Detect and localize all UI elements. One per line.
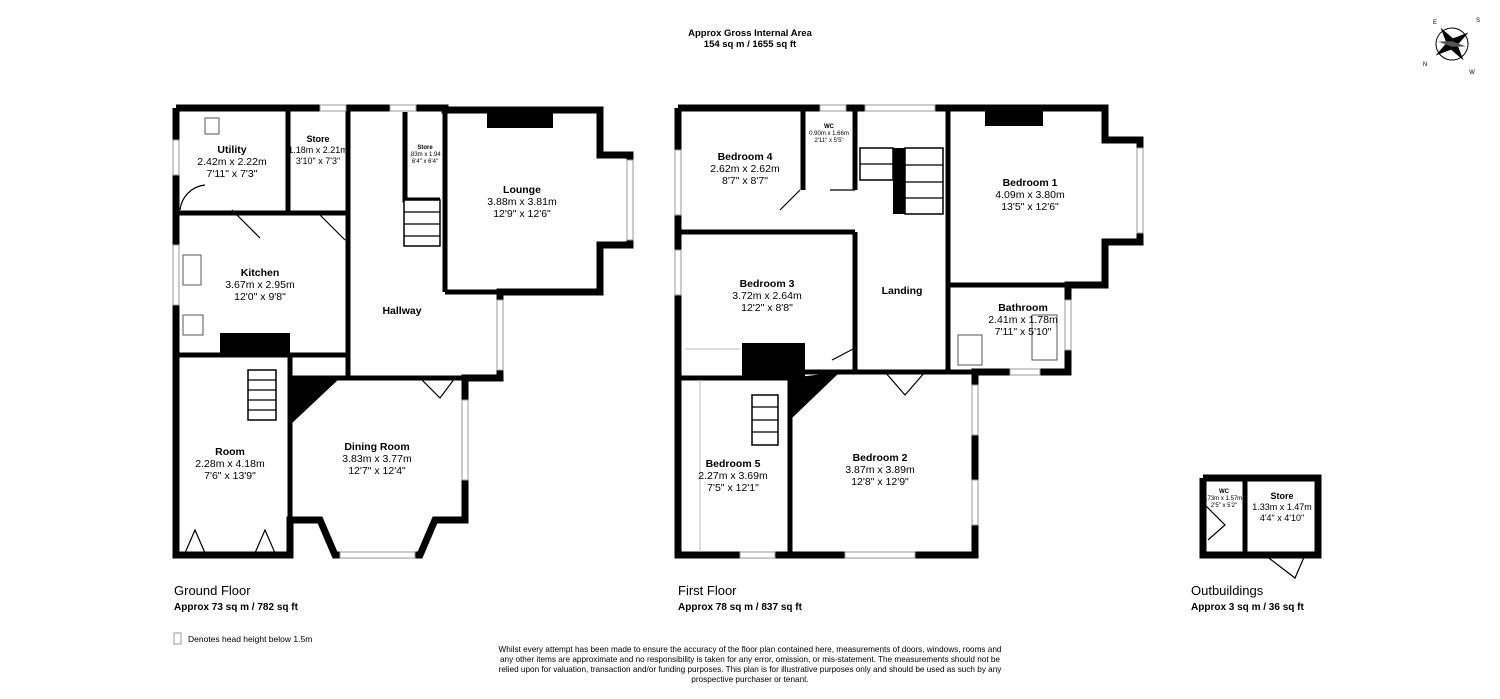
svg-text:12'8" x 12'9": 12'8" x 12'9" xyxy=(851,476,909,488)
ground-floor-plan xyxy=(172,104,634,559)
svg-text:3'10" x 7'3": 3'10" x 7'3" xyxy=(296,156,340,166)
svg-text:8'7" x 8'7": 8'7" x 8'7" xyxy=(722,175,768,187)
ground-floor-area: Approx 73 sq m / 782 sq ft xyxy=(174,602,299,613)
svg-text:7'11" x 5'10": 7'11" x 5'10" xyxy=(995,326,1052,338)
svg-text:1.33m x 1.47m: 1.33m x 1.47m xyxy=(1252,502,1312,512)
first-floor-area: Approx 78 sq m / 837 sq ft xyxy=(678,602,803,613)
svg-text:13'5" x 12'6": 13'5" x 12'6" xyxy=(1001,201,1059,213)
room-bedroom-3: Bedroom 3 3.72m x 2.64m 12'2" x 8'8" xyxy=(732,278,802,314)
compass-n: N xyxy=(1423,62,1427,68)
room-room: Room 2.28m x 4.18m 7'6" x 13'9" xyxy=(195,446,265,482)
svg-text:3.87m x 3.89m: 3.87m x 3.89m xyxy=(845,464,915,476)
room-bedroom-1: Bedroom 1 4.09m x 3.80m 13'5" x 12'6" xyxy=(995,177,1065,213)
room-wc: WC 0.90m x 1.66m 2'11" x 5'5" xyxy=(809,124,849,144)
svg-text:Utility: Utility xyxy=(217,144,246,156)
svg-text:3.88m x 3.81m: 3.88m x 3.81m xyxy=(487,196,557,208)
svg-text:Bedroom 2: Bedroom 2 xyxy=(853,452,908,464)
svg-text:3.83m x 3.77m: 3.83m x 3.77m xyxy=(342,453,412,465)
svg-text:Bathroom: Bathroom xyxy=(998,302,1048,314)
first-floor-title: First Floor xyxy=(678,583,737,598)
svg-text:Kitchen: Kitchen xyxy=(241,267,280,279)
svg-text:2'11" x 5'5": 2'11" x 5'5" xyxy=(814,138,843,144)
compass-e: E xyxy=(1433,20,1437,26)
svg-text:Bedroom 1: Bedroom 1 xyxy=(1003,177,1058,189)
svg-text:Store: Store xyxy=(1270,491,1293,501)
svg-text:7'6" x 13'9": 7'6" x 13'9" xyxy=(204,470,256,482)
svg-text:0.90m x 1.66m: 0.90m x 1.66m xyxy=(809,131,849,137)
svg-text:6'4" x 6'4": 6'4" x 6'4" xyxy=(412,159,438,165)
room-store: Store 1.18m x 2.21m 3'10" x 7'3" xyxy=(288,134,348,166)
svg-text:Lounge: Lounge xyxy=(503,184,541,196)
room-bedroom-2: Bedroom 2 3.87m x 3.89m 12'8" x 12'9" xyxy=(845,452,915,488)
room-bathroom: Bathroom 2.41m x 1.78m 7'11" x 5'10" xyxy=(988,302,1058,338)
svg-text:12'7" x 12'4": 12'7" x 12'4" xyxy=(348,465,406,477)
svg-text:Bedroom 4: Bedroom 4 xyxy=(718,151,773,163)
ground-floor-title: Ground Floor xyxy=(174,583,251,598)
svg-text:Whilst every attempt has been: Whilst every attempt has been made to en… xyxy=(499,645,1002,654)
svg-text:4'4" x 4'10": 4'4" x 4'10" xyxy=(1260,513,1304,523)
svg-text:Bedroom 5: Bedroom 5 xyxy=(706,458,761,470)
room-store-small: Store .83m x 1.94 6'4" x 6'4" xyxy=(409,145,441,165)
room-lounge: Lounge 3.88m x 3.81m 12'9" x 12'6" xyxy=(487,184,557,220)
svg-text:2.27m x 3.69m: 2.27m x 3.69m xyxy=(698,470,768,482)
room-kitchen: Kitchen 3.67m x 2.95m 12'0" x 9'8" xyxy=(225,267,295,303)
outbuildings-plan xyxy=(1199,474,1322,579)
room-bedroom-5: Bedroom 5 2.27m x 3.69m 7'5" x 12'1" xyxy=(698,458,768,494)
svg-text:2.28m x 4.18m: 2.28m x 4.18m xyxy=(195,458,265,470)
gross-area-value: 154 sq m / 1655 sq ft xyxy=(704,39,797,50)
svg-text:4.09m x 3.80m: 4.09m x 3.80m xyxy=(995,189,1065,201)
room-bedroom-4: Bedroom 4 2.62m x 2.62m 8'7" x 8'7" xyxy=(710,151,780,187)
room-utility: Utility 2.42m x 2.22m 7'11" x 7'3" xyxy=(197,144,267,180)
legend-text: Denotes head height below 1.5m xyxy=(188,634,312,644)
svg-text:12'9" x 12'6": 12'9" x 12'6" xyxy=(493,208,551,220)
room-outbuilding-store: Store 1.33m x 1.47m 4'4" x 4'10" xyxy=(1252,491,1312,523)
compass-s: S xyxy=(1476,18,1480,24)
room-outbuilding-wc: WC .73m x 1.57m 2'5" x 5'2" xyxy=(1206,489,1242,509)
svg-text:prospective purchaser or tenan: prospective purchaser or tenant. xyxy=(691,675,808,684)
svg-text:Bedroom 3: Bedroom 3 xyxy=(740,278,795,290)
svg-text:3.67m x 2.95m: 3.67m x 2.95m xyxy=(225,279,295,291)
svg-text:7'11" x 7'3": 7'11" x 7'3" xyxy=(207,168,258,180)
outbuildings-area: Approx 3 sq m / 36 sq ft xyxy=(1191,602,1304,613)
outbuildings-title: Outbuildings xyxy=(1191,583,1264,598)
svg-text:2'5" x 5'2": 2'5" x 5'2" xyxy=(1211,503,1237,509)
svg-text:3.72m x 2.64m: 3.72m x 2.64m xyxy=(732,290,802,302)
svg-text:2.41m x 1.78m: 2.41m x 1.78m xyxy=(988,314,1058,326)
disclaimer: Whilst every attempt has been made to en… xyxy=(499,645,1003,684)
compass-w: W xyxy=(1469,70,1475,76)
svg-text:7'5" x 12'1": 7'5" x 12'1" xyxy=(707,482,759,494)
svg-text:1.18m x 2.21m: 1.18m x 2.21m xyxy=(288,145,348,155)
svg-text:Room: Room xyxy=(215,446,245,458)
svg-text:WC: WC xyxy=(1219,489,1230,495)
svg-text:12'2" x 8'8": 12'2" x 8'8" xyxy=(741,302,793,314)
first-floor-plan xyxy=(674,104,1144,559)
svg-text:.73m x 1.57m: .73m x 1.57m xyxy=(1206,496,1242,502)
gross-area-label: Approx Gross Internal Area xyxy=(688,28,812,39)
svg-text:relied upon for valuation, tra: relied upon for valuation, transaction a… xyxy=(499,665,1003,674)
room-hallway: Hallway xyxy=(382,305,421,317)
svg-text:Store: Store xyxy=(306,134,329,144)
svg-text:2.62m x 2.62m: 2.62m x 2.62m xyxy=(710,163,780,175)
svg-text:WC: WC xyxy=(824,124,835,130)
head-height-swatch xyxy=(173,632,182,645)
svg-text:Dining Room: Dining Room xyxy=(344,441,409,453)
svg-text:any other items are approximat: any other items are approximate and no r… xyxy=(500,655,1000,664)
svg-text:12'0" x 9'8": 12'0" x 9'8" xyxy=(234,291,286,303)
room-landing: Landing xyxy=(882,285,923,297)
room-dining-room: Dining Room 3.83m x 3.77m 12'7" x 12'4" xyxy=(342,441,412,477)
compass-rose-icon xyxy=(1435,27,1469,61)
svg-text:2.42m x 2.22m: 2.42m x 2.22m xyxy=(197,156,267,168)
svg-text:Store: Store xyxy=(417,145,433,151)
svg-text:.83m x 1.94: .83m x 1.94 xyxy=(409,152,441,158)
